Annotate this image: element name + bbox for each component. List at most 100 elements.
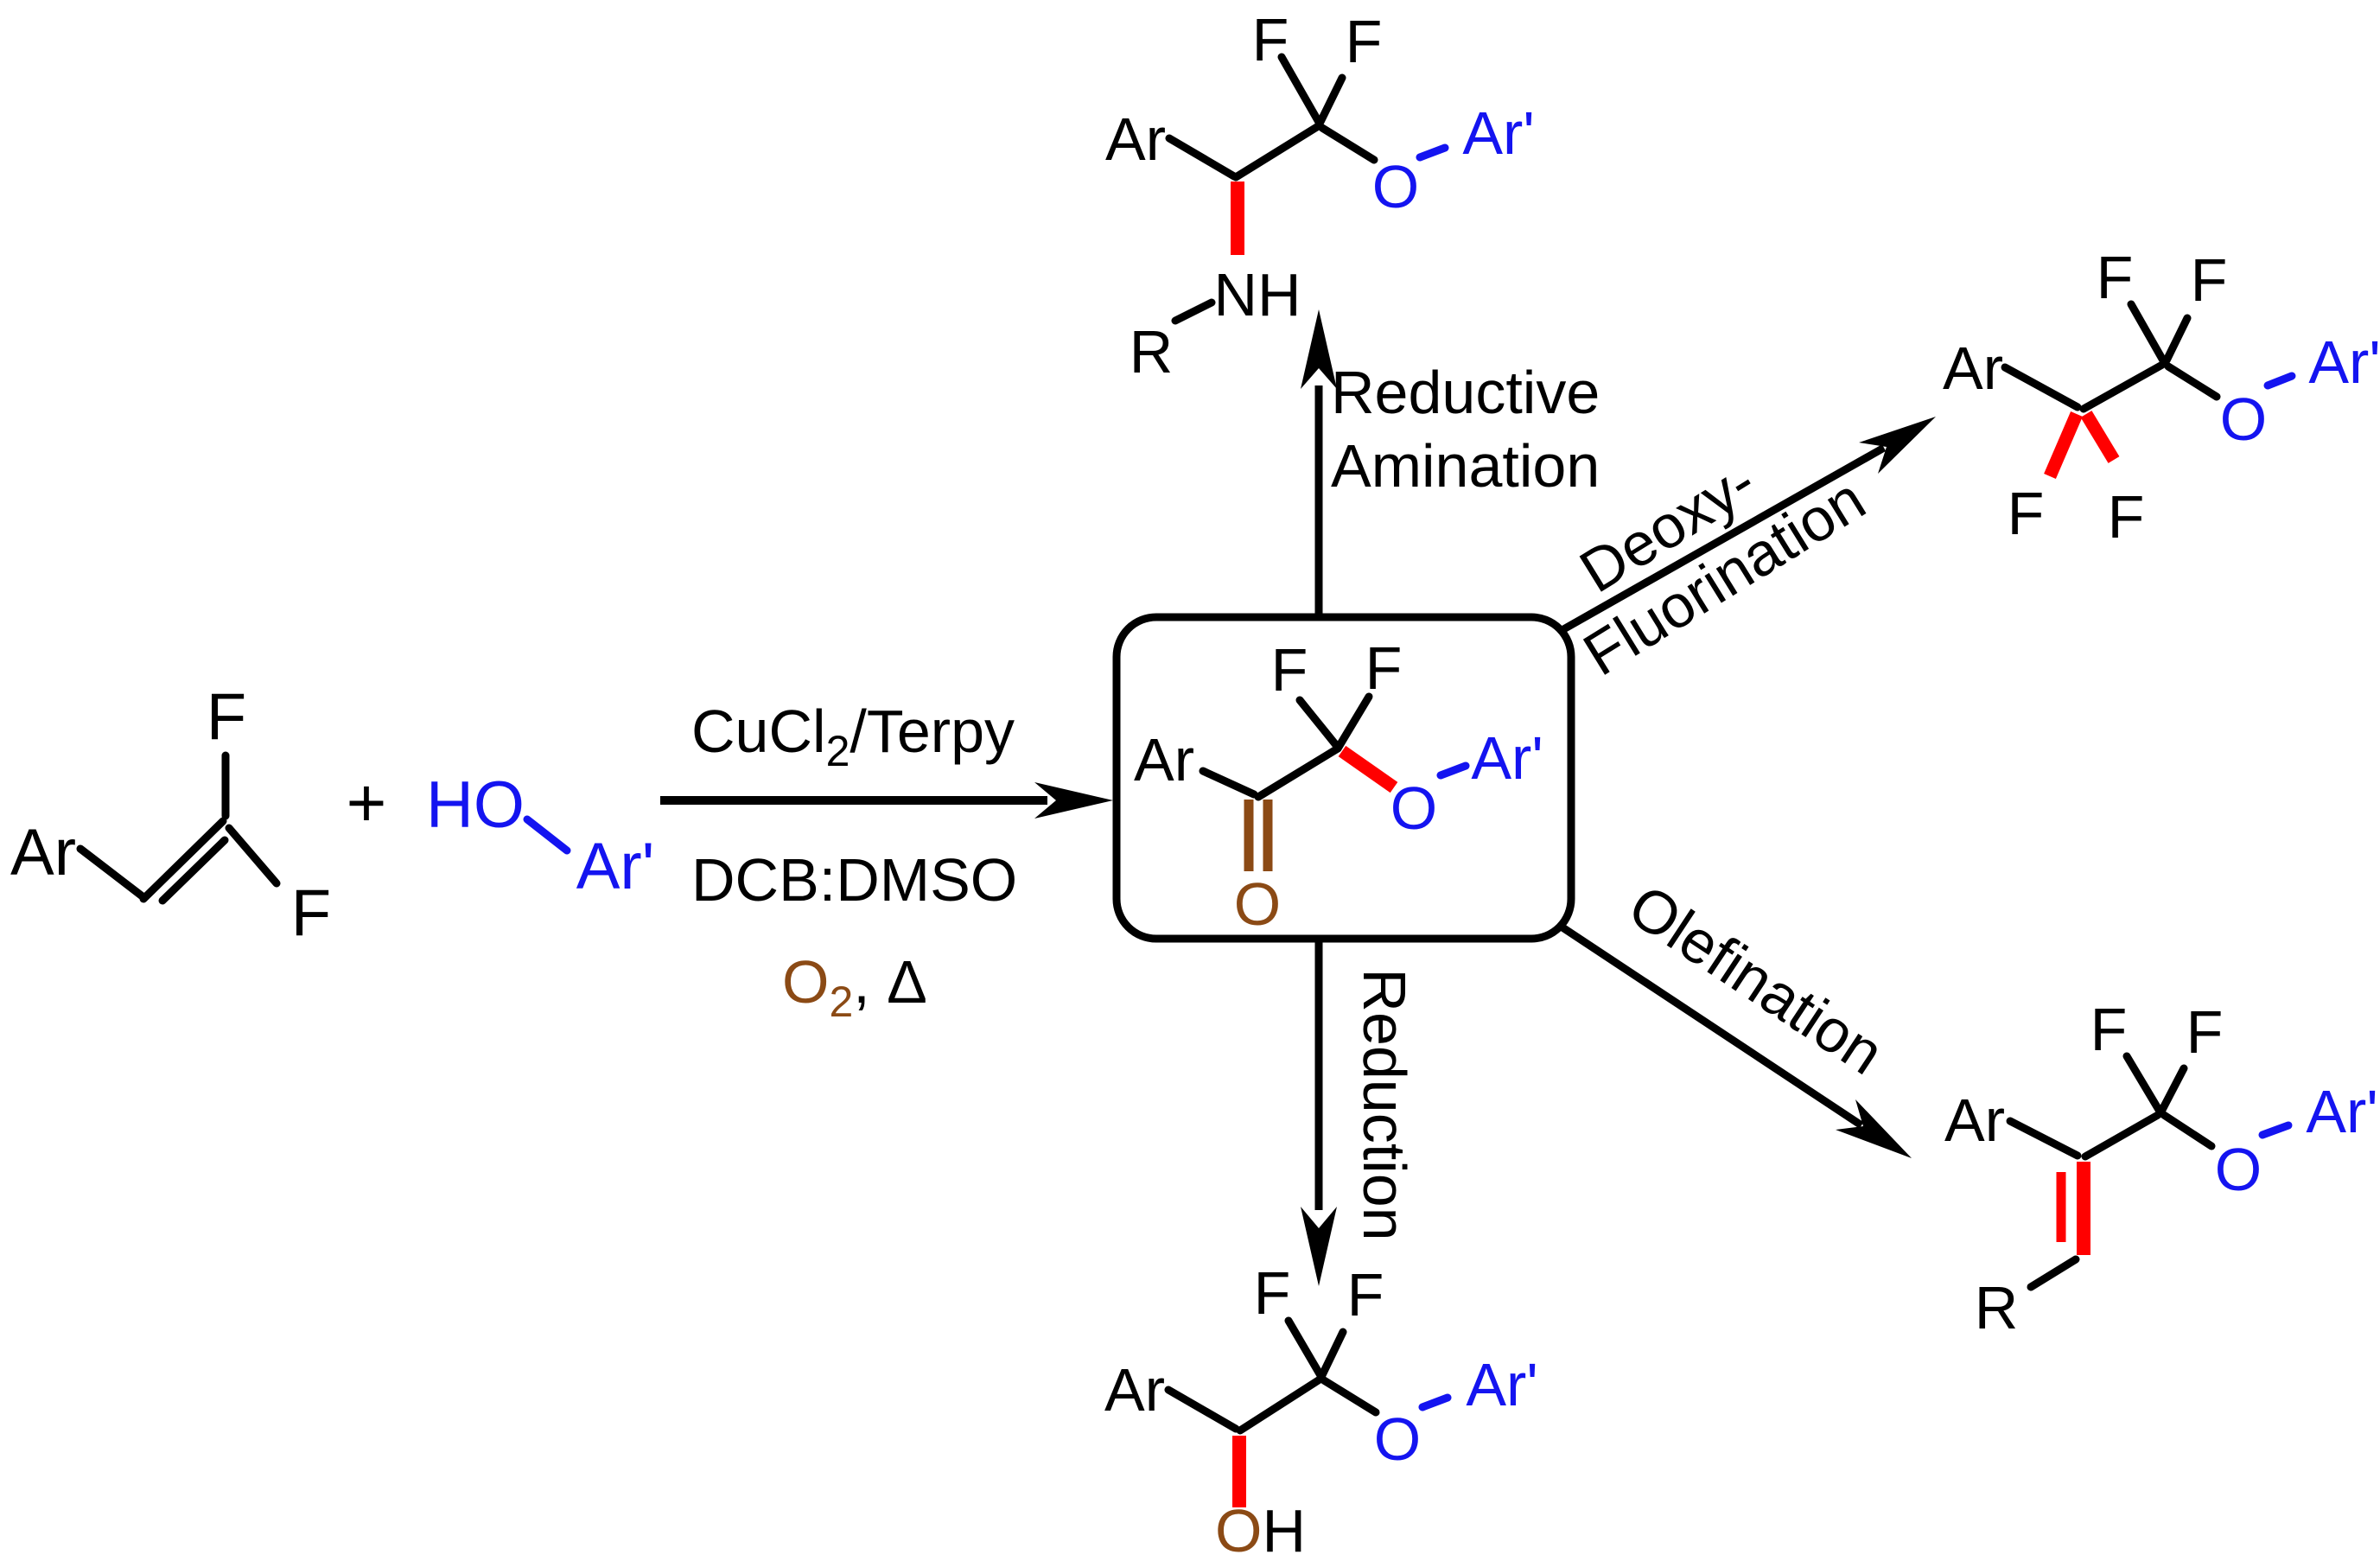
bond-cf2-f-right bbox=[2158, 1064, 2188, 1114]
bond-cf2-f-right bbox=[1317, 1328, 1347, 1381]
bond-cf2-o bbox=[2160, 1111, 2216, 1150]
central-product-box bbox=[1112, 613, 1575, 943]
deoxyfluorination-arrowhead-icon bbox=[1859, 417, 1936, 474]
bond-ar-carbonyl bbox=[1199, 767, 1258, 799]
reaction-arrow: CuCl2/Terpy DCB:DMSO O2, Δ bbox=[660, 698, 1113, 1026]
bond-cf2-f-left bbox=[1277, 53, 1324, 128]
plus-sign: + bbox=[347, 764, 387, 841]
amine-f-left-label: F bbox=[1252, 6, 1289, 73]
bond-ar-vinyl bbox=[76, 844, 148, 902]
olefin-arprime-label: Ar' bbox=[2306, 1078, 2377, 1145]
olefination-arrow-line bbox=[1557, 922, 1864, 1129]
bond-cf2b-f-left bbox=[2127, 300, 2167, 365]
product-amine: Ar F F NH R O Ar' bbox=[1105, 6, 1535, 385]
central-f-right-label: F bbox=[1365, 634, 1403, 702]
difluoride-f-down-left-label: F bbox=[2008, 480, 2045, 547]
bond-ar-ch bbox=[1165, 134, 1238, 181]
vinyl-double-bond-inner bbox=[158, 836, 229, 905]
bond-cf2a-cf2b bbox=[2079, 360, 2167, 413]
bond-cf2b-f-right bbox=[2162, 314, 2192, 365]
phenol-arprime-label: Ar' bbox=[576, 830, 655, 903]
bond-o-arprime bbox=[2263, 372, 2296, 390]
product-olefin: Ar R F F O Ar' bbox=[1944, 996, 2378, 1341]
bond-cf2-f-right bbox=[1315, 73, 1346, 128]
bond-ar-cf2a bbox=[2001, 363, 2082, 411]
arrow-reduction: Reduction bbox=[1301, 942, 1418, 1286]
product-difluoride: Ar F F F F O Ar' bbox=[1943, 244, 2380, 551]
bond-o-arprime bbox=[523, 815, 571, 855]
bond-ch-cf2 bbox=[1231, 121, 1324, 182]
product-alcohol: F F Ar OH O Ar' bbox=[1104, 1259, 1538, 1561]
bond-cf2-o bbox=[1318, 124, 1378, 164]
amine-nh-label: NH bbox=[1213, 261, 1301, 328]
reactant-alkene: Ar F F bbox=[10, 680, 331, 950]
bond-c-f-new-right-red bbox=[2080, 411, 2120, 463]
alkene-ar-label: Ar bbox=[10, 816, 76, 889]
product-central-ketone: Ar O F F O Ar' bbox=[1112, 613, 1575, 943]
olefin-f-left-label: F bbox=[2090, 996, 2128, 1063]
central-ether-o-label: O bbox=[1390, 774, 1437, 842]
bond-cf2-f-left bbox=[1284, 1316, 1326, 1381]
difluoride-f-up-right-label: F bbox=[2191, 246, 2228, 314]
alcohol-f-right-label: F bbox=[1347, 1261, 1384, 1328]
vinyl-double-bond-main bbox=[139, 817, 227, 903]
alcohol-oh-label: OH bbox=[1215, 1497, 1306, 1561]
bond-c1-cf2 bbox=[2081, 1111, 2162, 1161]
bond-cf2-f-right bbox=[1333, 692, 1373, 753]
reduction-label: Reduction bbox=[1351, 968, 1418, 1240]
up-arrowhead-icon bbox=[1301, 309, 1337, 389]
amine-arprime-label: Ar' bbox=[1462, 99, 1534, 167]
bond-ar-c1 bbox=[2006, 1117, 2082, 1160]
alcohol-ar-label: Ar bbox=[1104, 1356, 1165, 1424]
central-f-left-label: F bbox=[1271, 636, 1308, 704]
difluoride-ar-label: Ar bbox=[1943, 334, 2003, 402]
reactant-phenol: HO Ar' bbox=[426, 768, 654, 903]
central-carbonyl-o-label: O bbox=[1234, 870, 1281, 938]
bond-c-f-bottom bbox=[225, 824, 281, 888]
reductive-amination-label-line2: Amination bbox=[1331, 432, 1600, 500]
olefin-ar-label: Ar bbox=[1944, 1086, 2005, 1154]
bond-ch-cf2 bbox=[1236, 1375, 1324, 1435]
olefin-r-label: R bbox=[1975, 1274, 2019, 1341]
arrow-reductive-amination: Reductive Amination bbox=[1301, 309, 1600, 615]
conditions-oxidant: O2, Δ bbox=[782, 948, 927, 1026]
amine-f-right-label: F bbox=[1346, 8, 1383, 75]
central-ar-label: Ar bbox=[1134, 726, 1194, 793]
bond-r-n bbox=[1171, 298, 1216, 325]
difluoride-f-up-left-label: F bbox=[2097, 244, 2134, 311]
alcohol-f-left-label: F bbox=[1254, 1259, 1291, 1327]
arrow-olefination: Olefination bbox=[1557, 871, 1912, 1158]
olefination-arrowhead-icon bbox=[1836, 1099, 1912, 1158]
bond-cf2b-o bbox=[2164, 362, 2221, 401]
olefin-f-right-label: F bbox=[2186, 998, 2224, 1066]
conditions-solvent: DCB:DMSO bbox=[691, 846, 1017, 914]
bond-o-arprime bbox=[1416, 143, 1449, 162]
bond-c2-r bbox=[2027, 1255, 2080, 1291]
reductive-amination-label-line1: Reductive bbox=[1331, 359, 1600, 426]
bond-cf2-o bbox=[1320, 1376, 1380, 1417]
central-arprime-label: Ar' bbox=[1471, 724, 1543, 792]
bond-cf2-f-left bbox=[2122, 1052, 2163, 1114]
bond-carbonyl-cf2 bbox=[1254, 744, 1342, 801]
alcohol-arprime-label: Ar' bbox=[1466, 1351, 1537, 1418]
amine-ar-label: Ar bbox=[1105, 105, 1166, 173]
difluoride-ether-o-label: O bbox=[2220, 385, 2267, 453]
bond-o-arprime bbox=[1418, 1393, 1452, 1411]
bond-o-arprime bbox=[2258, 1121, 2293, 1139]
bond-ar-ch bbox=[1164, 1386, 1240, 1433]
reaction-arrowhead-icon bbox=[1034, 782, 1113, 819]
reduction-label-group: Reduction bbox=[1351, 968, 1418, 1240]
difluoride-arprime-label: Ar' bbox=[2308, 328, 2380, 396]
alkene-f-bottom-label: F bbox=[291, 876, 331, 950]
bond-cf2-o-new-red bbox=[1338, 745, 1398, 793]
amine-r-label: R bbox=[1130, 318, 1174, 385]
down-arrowhead-icon bbox=[1301, 1207, 1337, 1286]
bond-o-arprime-central bbox=[1436, 761, 1470, 780]
deoxyfluorination-arrow-line bbox=[1556, 444, 1887, 635]
bond-cf2-f-left bbox=[1295, 696, 1340, 749]
conditions-catalyst: CuCl2/Terpy bbox=[691, 698, 1015, 775]
amine-ether-o-label: O bbox=[1372, 153, 1419, 220]
alcohol-ether-o-label: O bbox=[1374, 1405, 1421, 1473]
bond-c-f-new-left-red bbox=[2044, 411, 2083, 479]
